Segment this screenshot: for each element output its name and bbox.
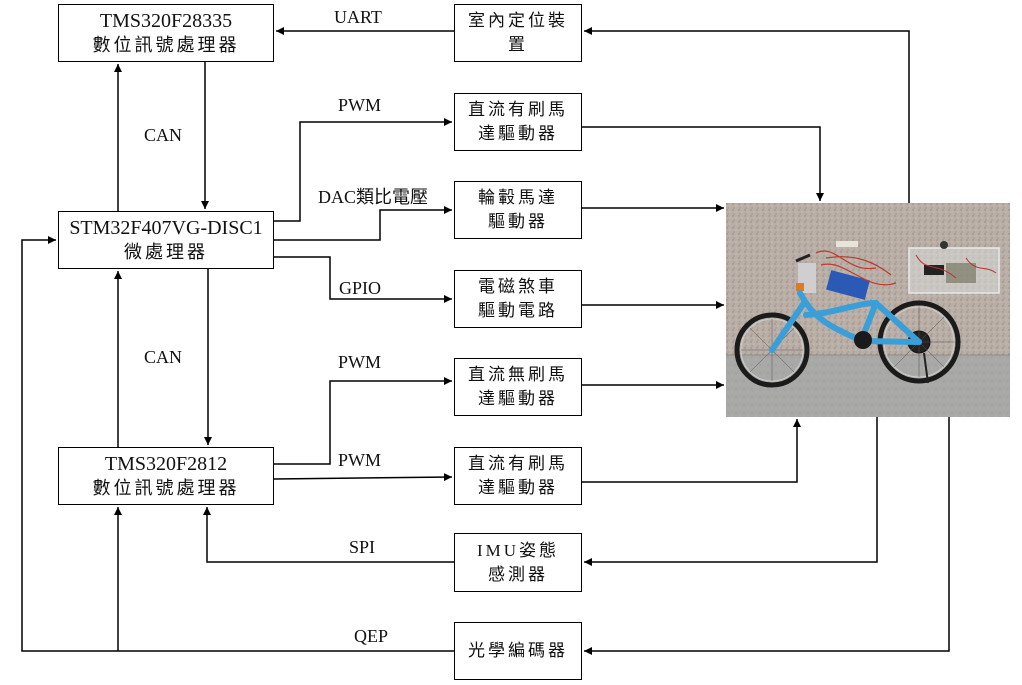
pwm-3-label: PWM (338, 450, 382, 470)
qep-label: QEP (354, 626, 389, 646)
dc-brushed-driver-2-box: 直流有刷馬 達驅動器 (454, 447, 582, 505)
tms2812-desc: 數位訊號處理器 (92, 478, 240, 498)
hub-motor-line1: 輪轂馬達 (478, 188, 558, 207)
dc-brushed-2-line2: 達驅動器 (478, 478, 558, 497)
stm32-mcu-box: STM32F407VG-DISC1 微處理器 (58, 211, 274, 269)
hub-motor-line2: 驅動器 (488, 212, 548, 231)
tms28335-desc: 數位訊號處理器 (92, 35, 240, 55)
indoor-positioning-box: 室內定位裝 置 (454, 4, 582, 62)
tms28335-dsp-box: TMS320F28335 數位訊號處理器 (58, 4, 274, 62)
encoder-line1: 光學編碼器 (468, 641, 568, 660)
em-brake-driver-box: 電磁煞車 驅動電路 (454, 270, 582, 328)
bike-to-positioning-connection (584, 27, 910, 203)
dc-brushless-line2: 達驅動器 (478, 389, 558, 408)
imu-line2: 感測器 (488, 564, 548, 584)
bike-to-encoder (584, 417, 950, 655)
tms2812-model: TMS320F2812 (104, 453, 228, 475)
uart-label: UART (334, 7, 382, 27)
dc-brushed-2-line1: 直流有刷馬 (468, 454, 568, 473)
dc-brushed-1-line1: 直流有刷馬 (468, 100, 568, 119)
pwm-to-dc-brushed-2 (273, 473, 453, 482)
dc-brushed-driver-1-box: 直流有刷馬 達驅動器 (454, 93, 582, 151)
bike-to-imu (584, 417, 878, 566)
imu-sensor-box: IMU姿態 感測器 (454, 533, 582, 592)
stm32-model: STM32F407VG-DISC1 (69, 217, 263, 239)
pwm-1-label: PWM (338, 95, 382, 115)
gpio-label: GPIO (339, 278, 382, 298)
indoor-positioning-line1: 室內定位裝 (468, 11, 568, 30)
hub-motor-driver-box: 輪轂馬達 驅動器 (454, 181, 582, 239)
dc-brushed-1-line2: 達驅動器 (478, 124, 558, 143)
can-top-label: CAN (144, 125, 183, 145)
pwm-2-label: PWM (338, 352, 382, 372)
stm32-desc: 微處理器 (124, 242, 208, 262)
spi-label: SPI (349, 537, 376, 557)
dc-brushed-1-to-bike (582, 126, 824, 201)
tms28335-model: TMS320F28335 (99, 10, 233, 32)
dac-label: DAC類比電壓 (318, 187, 429, 207)
front-electronics (796, 241, 897, 300)
pwm-to-dc-brushless (274, 377, 452, 465)
dc-brushed-2-to-bike (582, 419, 801, 483)
gpio-to-em-brake (274, 256, 452, 303)
can-bottom-label: CAN (144, 347, 183, 367)
pwm-to-dc-brushed-1 (274, 118, 452, 222)
spi-connection (203, 507, 454, 563)
tms2812-dsp-box: TMS320F2812 數位訊號處理器 (58, 447, 274, 505)
dac-to-hub-motor (274, 206, 452, 241)
electronics-enclosure (908, 241, 1000, 294)
em-brake-line2: 驅動電路 (478, 301, 558, 320)
qep-connection (21, 236, 454, 652)
em-brake-line1: 電磁煞車 (478, 277, 558, 296)
dc-brushless-line1: 直流無刷馬 (468, 365, 568, 384)
dc-brushless-driver-box: 直流無刷馬 達驅動器 (454, 358, 582, 416)
indoor-positioning-line2: 置 (508, 35, 528, 54)
bicycle-photo (726, 203, 1010, 417)
imu-line1: IMU姿態 (476, 540, 560, 560)
optical-encoder-box: 光學編碼器 (454, 622, 582, 680)
